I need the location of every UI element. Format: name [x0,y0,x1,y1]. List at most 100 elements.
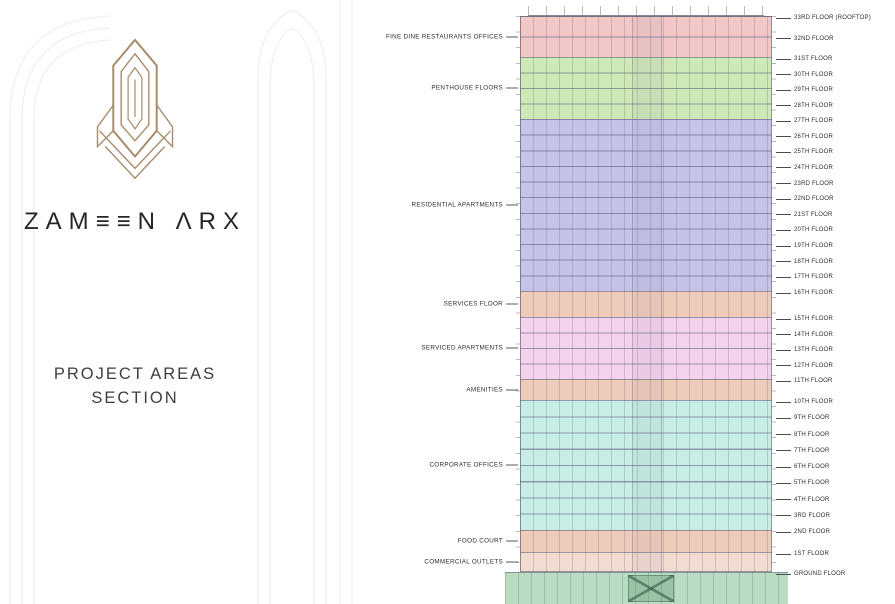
tick-line [776,515,791,517]
tick-line [776,17,791,19]
tick-line [776,58,791,60]
floor-label-text: 33RD FLOOR (ROOFTOP) [794,15,871,21]
floor-label-text: 30TH FLOOR [794,71,834,78]
floor-label-row: 23RD FLOOR [776,181,834,187]
branding-panel: ZAM≡≡N ΛRX PROJECT AREAS SECTION [0,0,420,604]
zone-commercial-outlets [520,552,772,572]
zone-label-text: RESIDENTIAL APARTMENTS [411,201,503,209]
zameen-arx-logo-icon [96,38,174,180]
zone-corporate-offices [520,400,772,530]
floor-label-row: 17TH FLOOR [776,274,833,280]
leader-line [506,303,518,305]
floor-label-row: 33RD FLOOR (ROOFTOP) [776,15,871,21]
floor-label-text: GROUND FLOOR [794,571,846,577]
floor-label-text: 14TH FLOOR [794,331,834,338]
zone-label-penthouse-floors: PENTHOUSE FLOORS [431,85,518,92]
floor-label-row: 16TH FLOOR [776,290,833,296]
floor-label-row: 20TH FLOOR [776,227,833,233]
floor-label-row: 26TH FLOOR [776,134,833,140]
tick-line [776,151,791,153]
floor-label-row: 2ND FLOOR [776,529,830,535]
floor-label-text: 17TH FLOOR [794,274,834,281]
rooftop-structures [528,6,764,16]
floor-label-row: 1ST FLOOR [776,551,829,557]
tick-line [776,167,791,169]
leader-line [506,204,518,206]
section-diagram: FINE DINE RESTAURANTS OFFICES PENTHOUSE F… [386,0,895,604]
tick-line [776,380,791,382]
floor-label-row: 31ST FLOOR [776,56,833,62]
floor-label-row: 18TH FLOOR [776,259,833,265]
zone-label-text: PENTHOUSE FLOORS [431,84,503,92]
tick-line [776,136,791,138]
floor-label-text: 18TH FLOOR [794,258,834,265]
floor-label-text: 27TH FLOOR [794,118,834,124]
zone-food-court [520,530,772,552]
floor-label-row: 12TH FLOOR [776,363,833,369]
floor-label-row: 21ST FLOOR [776,212,833,218]
tick-line [776,292,791,294]
floor-label-text: 4TH FLOOR [794,496,830,503]
tick-line [776,434,791,435]
floor-label-text: 16TH FLOOR [794,290,834,296]
zone-label-fine-dine-restaurants-offices: FINE DINE RESTAURANTS OFFICES [386,33,518,40]
floor-label-text: 11TH FLOOR [794,378,833,384]
floor-label-text: 31ST FLOOR [794,56,833,62]
zone-label-corporate-offices: CORPORATE OFFICES [429,462,518,469]
tick-line [776,89,791,91]
zone-label-text: SERVICES FLOOR [443,300,503,308]
tick-line [776,553,791,555]
tick-line [776,74,791,75]
floor-label-text: 7TH FLOOR [794,447,830,454]
zone-label-services-floor: SERVICES FLOOR [444,301,518,308]
floor-label-text: 26TH FLOOR [794,133,834,140]
building-core [632,16,662,572]
floor-label-text: 22ND FLOOR [794,196,834,203]
brand-block: ZAM≡≡N ΛRX [10,0,260,236]
floor-label-text: 24TH FLOOR [794,164,834,171]
floor-label-row: 5TH FLOOR [776,480,829,486]
tick-line [776,499,791,500]
floor-label-text: 19TH FLOOR [794,243,834,250]
zone-label-text: CORPORATE OFFICES [429,461,503,469]
tick-line [776,318,791,320]
tick-line [776,38,791,39]
tick-line [776,245,791,247]
floor-label-row: 10TH FLOOR [776,399,833,405]
tick-line [776,105,791,106]
floor-label-text: 20TH FLOOR [794,227,834,234]
floor-label-text: 3RD FLOOR [794,512,831,519]
tick-line [776,401,791,403]
zone-label-text: SERVICED APARTMENTS [421,344,503,352]
floor-label-row: 24TH FLOOR [776,165,833,171]
floor-label-text: 6TH FLOOR [794,464,830,470]
floor-label-text: 5TH FLOOR [794,480,830,487]
zone-fine-dine-restaurants-offices [520,16,772,57]
tick-line [776,466,791,468]
tick-line [776,214,791,216]
balcony-ticks-right [772,16,776,572]
leader-line [506,464,518,466]
floor-label-text: 28TH FLOOR [794,102,834,109]
zone-label-serviced-apartments: SERVICED APARTMENTS [421,345,518,352]
floor-label-text: 21ST FLOOR [794,211,833,218]
floor-label-row: 30TH FLOOR [776,72,833,78]
tick-line [776,120,791,122]
zone-penthouse-floors [520,57,772,119]
tick-line [776,334,791,335]
floor-label-text: 8TH FLOOR [794,431,830,438]
floor-label-row: 4TH FLOOR [776,497,829,503]
floor-label-text: 13TH FLOOR [794,347,834,353]
zone-label-text: AMENITIES [466,386,503,393]
floor-label-text: 23RD FLOOR [794,180,834,187]
floor-label-text: 25TH FLOOR [794,149,834,156]
zone-label-text: FOOD COURT [457,537,503,545]
floor-label-text: 29TH FLOOR [794,87,834,93]
zone-label-commercial-outlets: COMMERCIAL OUTLETS [424,559,518,566]
zone-residential-apartments [520,119,772,291]
zone-label-amenities: AMENITIES [466,386,518,393]
zone-services-floor [520,291,772,317]
tick-line [776,276,791,278]
leader-line [506,540,518,542]
tick-line [776,482,791,484]
